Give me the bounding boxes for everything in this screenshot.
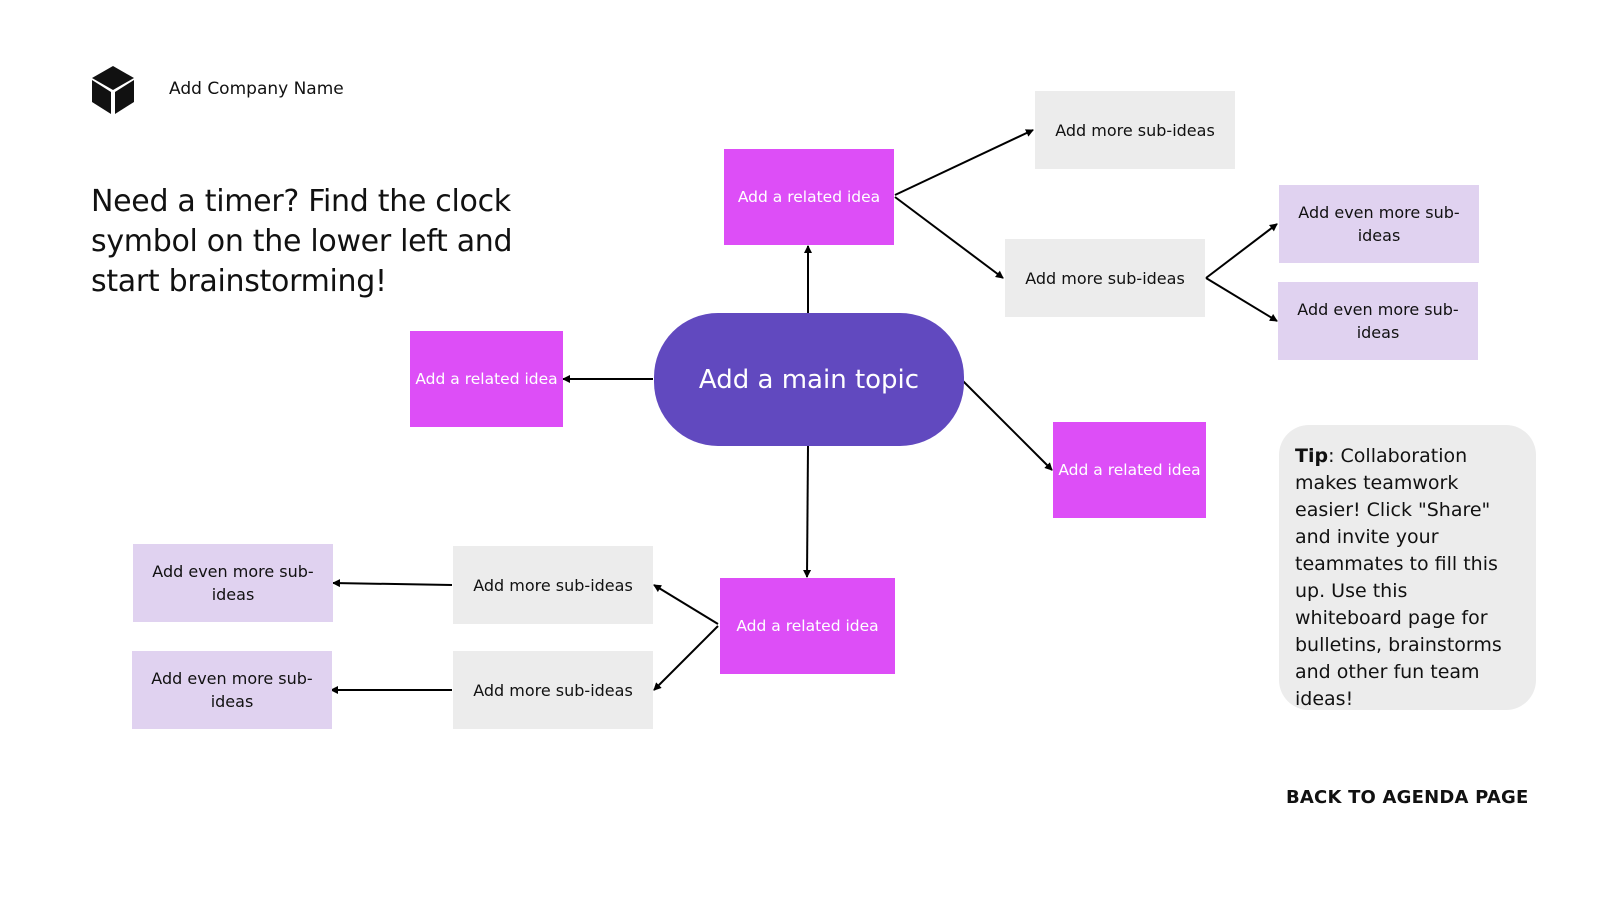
connector-sub-to-subsub-lower [1205, 277, 1278, 322]
connector-main-to-right [962, 380, 1053, 471]
connector-bottom-to-sub-upper [653, 584, 719, 625]
connector-top-to-sub-upper [894, 129, 1034, 196]
company-logo [90, 64, 136, 116]
related-idea-right[interactable]: Add a related idea [1053, 422, 1206, 518]
subsub-idea-left-lower[interactable]: Add even more sub-ideas [132, 651, 332, 729]
tip-label: Tip [1295, 445, 1329, 467]
sub-idea-top-upper[interactable]: Add more sub-ideas [1035, 91, 1235, 169]
connector-sub-to-subsub-upper [1205, 223, 1278, 279]
related-idea-bottom[interactable]: Add a related idea [720, 578, 895, 674]
tip-text: : Collaboration makes teamwork easier! C… [1295, 445, 1502, 710]
sub-idea-bottom-upper[interactable]: Add more sub-ideas [453, 546, 653, 624]
main-topic-node[interactable]: Add a main topic [654, 313, 964, 446]
back-to-agenda-link[interactable]: BACK TO AGENDA PAGE [1286, 787, 1529, 808]
subsub-idea-left-upper[interactable]: Add even more sub-ideas [133, 544, 333, 622]
related-idea-left[interactable]: Add a related idea [410, 331, 563, 427]
timer-note: Need a timer? Find the clock symbol on t… [91, 184, 513, 299]
connector-sub-to-subsub-left-upper [332, 579, 453, 588]
cube-icon [92, 66, 134, 114]
connector-top-to-sub-lower [894, 196, 1004, 279]
subsub-idea-right-lower[interactable]: Add even more sub-ideas [1278, 282, 1478, 360]
connector-bottom-to-sub-lower [653, 625, 719, 691]
company-name[interactable]: Add Company Name [169, 79, 344, 99]
tip-card: Tip: Collaboration makes teamwork easier… [1279, 425, 1536, 710]
related-idea-top[interactable]: Add a related idea [724, 149, 894, 245]
connector-main-to-bottom [803, 445, 812, 578]
sub-idea-top-lower[interactable]: Add more sub-ideas [1005, 239, 1205, 317]
sub-idea-bottom-lower[interactable]: Add more sub-ideas [453, 651, 653, 729]
subsub-idea-right-upper[interactable]: Add even more sub-ideas [1279, 185, 1479, 263]
